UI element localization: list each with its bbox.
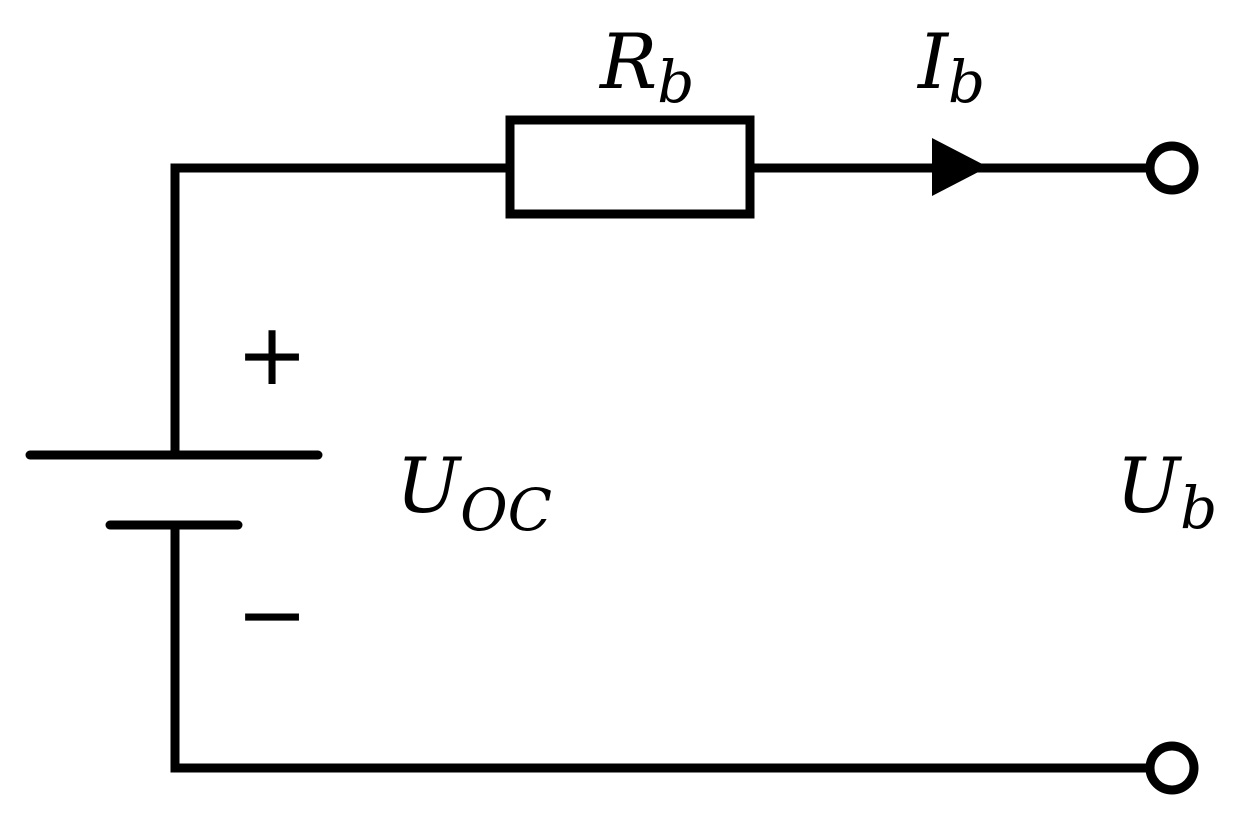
label-uoc-main: U [396, 441, 463, 530]
terminal-top [1145, 141, 1199, 195]
label-uoc-sub: OC [460, 476, 552, 544]
label-rb-main: R [598, 17, 657, 106]
plus-sign: + [236, 305, 308, 405]
label-ub: Ub [1116, 441, 1217, 542]
label-rb: Rb [598, 17, 694, 116]
label-rb-sub: b [657, 48, 694, 116]
label-ib-main: I [916, 17, 950, 106]
minus-sign: − [236, 565, 308, 665]
label-ib: Ib [916, 17, 985, 116]
terminal-bottom [1145, 741, 1199, 795]
label-ub-main: U [1116, 441, 1183, 530]
current-arrow-icon [932, 138, 988, 196]
wire-top-left [170, 163, 515, 460]
label-ub-sub: b [1180, 474, 1217, 542]
label-uoc: UOC [396, 441, 552, 544]
resistor-rb [505, 115, 755, 219]
label-ib-sub: b [948, 48, 985, 116]
wire-bottom [170, 523, 1155, 773]
